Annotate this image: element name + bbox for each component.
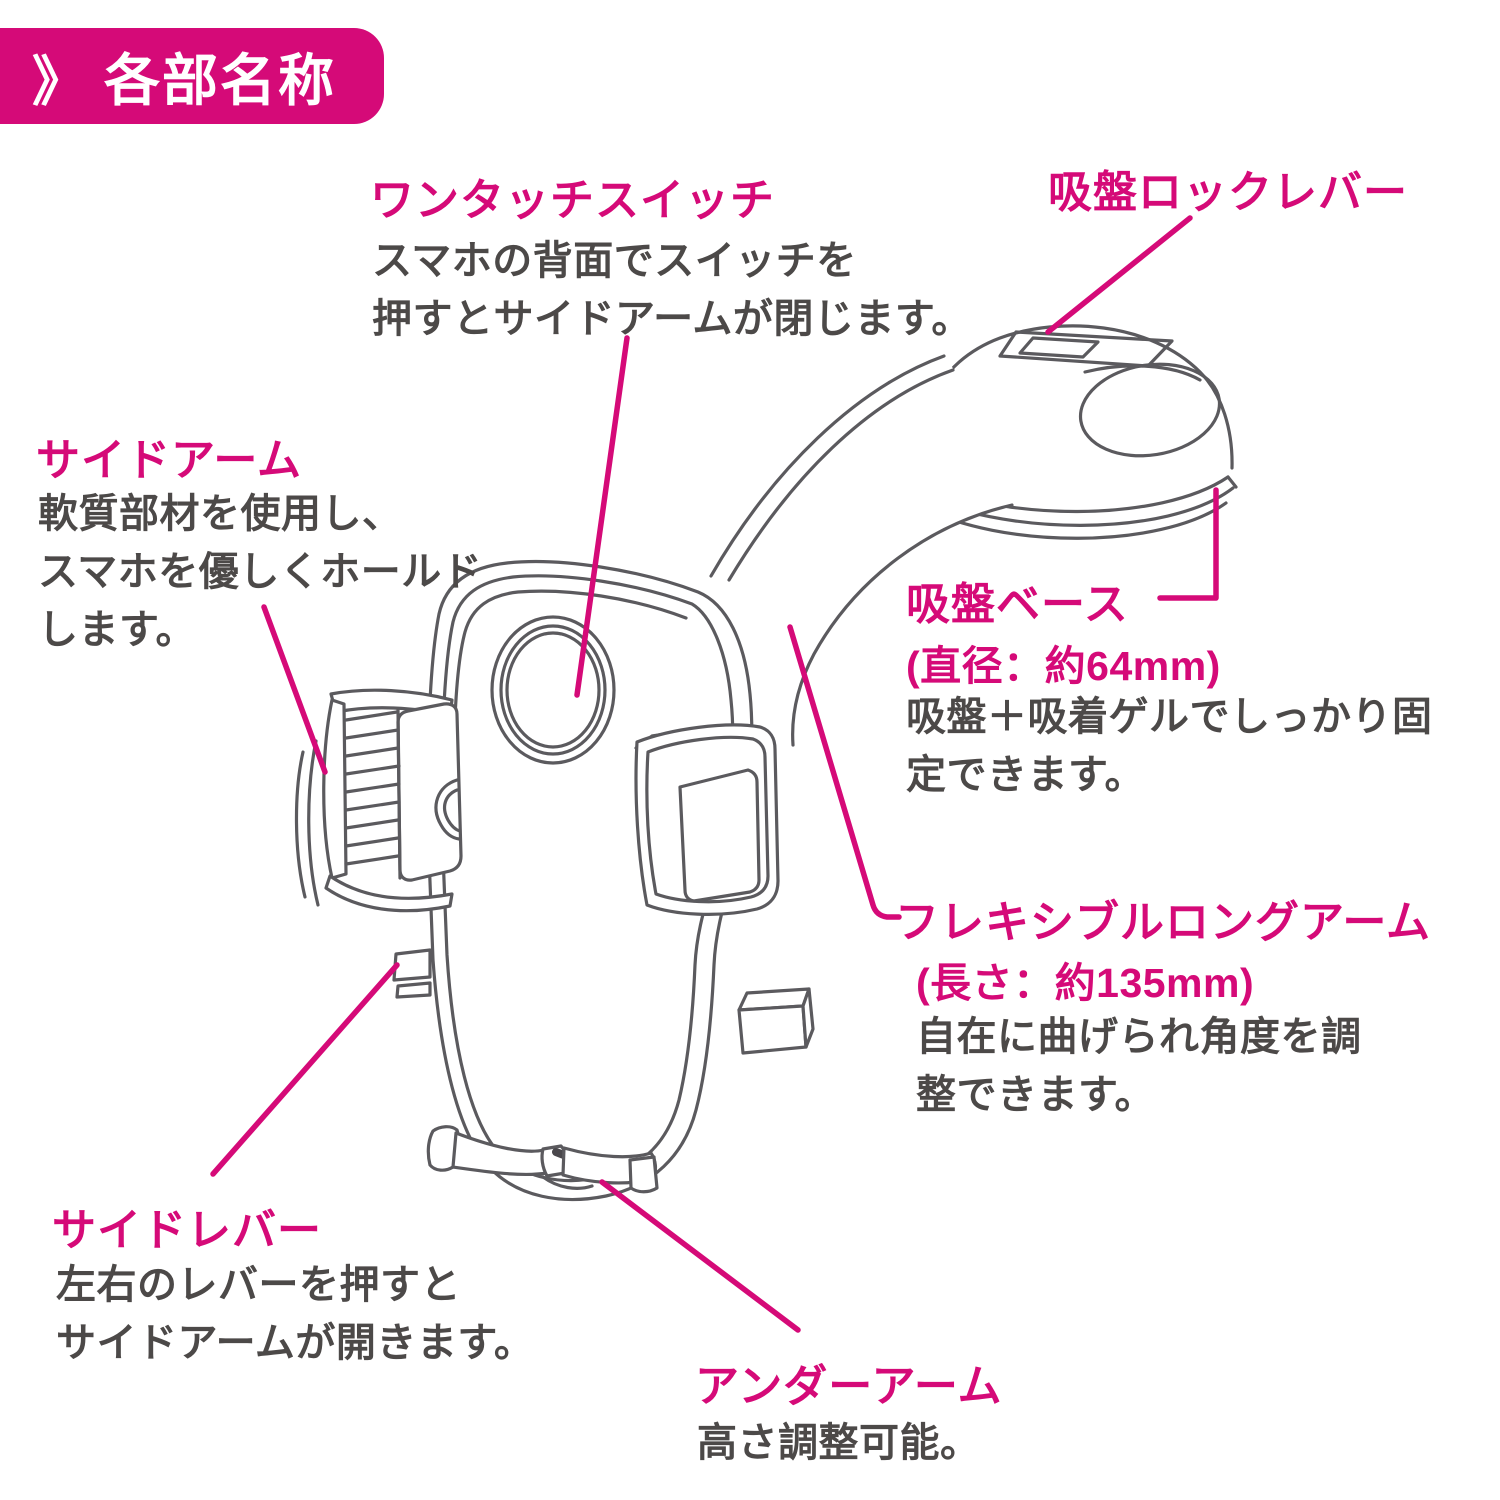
leader-line-suction-base — [1157, 487, 1219, 601]
callout-desc-line: 定できます。 — [906, 753, 1145, 797]
callout-desc-line: サイドアームが開きます。 — [56, 1321, 535, 1365]
callout-spec: (長さ：約135mm) — [916, 960, 1255, 1006]
callout-desc-line: します。 — [38, 608, 196, 652]
callout-desc-line: 左右のレバーを押すと — [56, 1263, 461, 1307]
leader-line-suction-lock-lever — [1045, 215, 1193, 335]
right-side-arm-drawing — [634, 723, 815, 1055]
leader-line-one-touch-switch — [574, 335, 630, 698]
callout-desc-line: スマホの背面でスイッチを — [372, 239, 857, 283]
one-touch-switch-drawing — [490, 615, 616, 765]
callout-title: サイドレバー — [52, 1206, 322, 1255]
leader-line-side-arm — [261, 604, 328, 775]
callout-desc-line: 軟質部材を使用し、 — [38, 492, 403, 536]
section-title-badge: 》 各部名称 — [0, 28, 384, 124]
callout-title: アンダーアーム — [695, 1362, 1003, 1411]
callout-title: 吸盤ロックレバー — [1048, 168, 1408, 217]
callout-desc-line: 吸盤＋吸着ゲルでしっかり固 — [906, 695, 1433, 739]
callout-title: 吸盤ベース — [906, 580, 1129, 629]
leader-line-under-arm — [599, 1179, 801, 1333]
callout-title: ワンタッチスイッチ — [370, 176, 775, 225]
leader-line-side-lever — [210, 962, 400, 1177]
left-side-arm-drawing — [294, 688, 463, 913]
callout-desc-line: 自在に曲げられ角度を調 — [916, 1015, 1362, 1059]
callout-title: フレキシブルロングアーム — [895, 898, 1432, 947]
callout-desc-line: 高さ調整可能。 — [697, 1421, 981, 1465]
callout-desc-line: スマホを優しくホールド — [38, 550, 483, 594]
flexible-arm-drawing — [709, 354, 1014, 747]
callout-desc-line: 整できます。 — [916, 1073, 1155, 1117]
under-arm-drawing — [426, 1125, 659, 1194]
double-chevron-icon: 》 — [32, 51, 88, 112]
side-lever-tabs-drawing — [392, 948, 432, 999]
leader-line-flexible-long-arm — [787, 624, 902, 920]
section-title: 各部名称 — [104, 48, 336, 112]
callout-spec: (直径：約64mm) — [906, 643, 1221, 689]
callout-title: サイドアーム — [36, 436, 303, 485]
callout-desc-line: 押すとサイドアームが閉じます。 — [372, 297, 972, 341]
